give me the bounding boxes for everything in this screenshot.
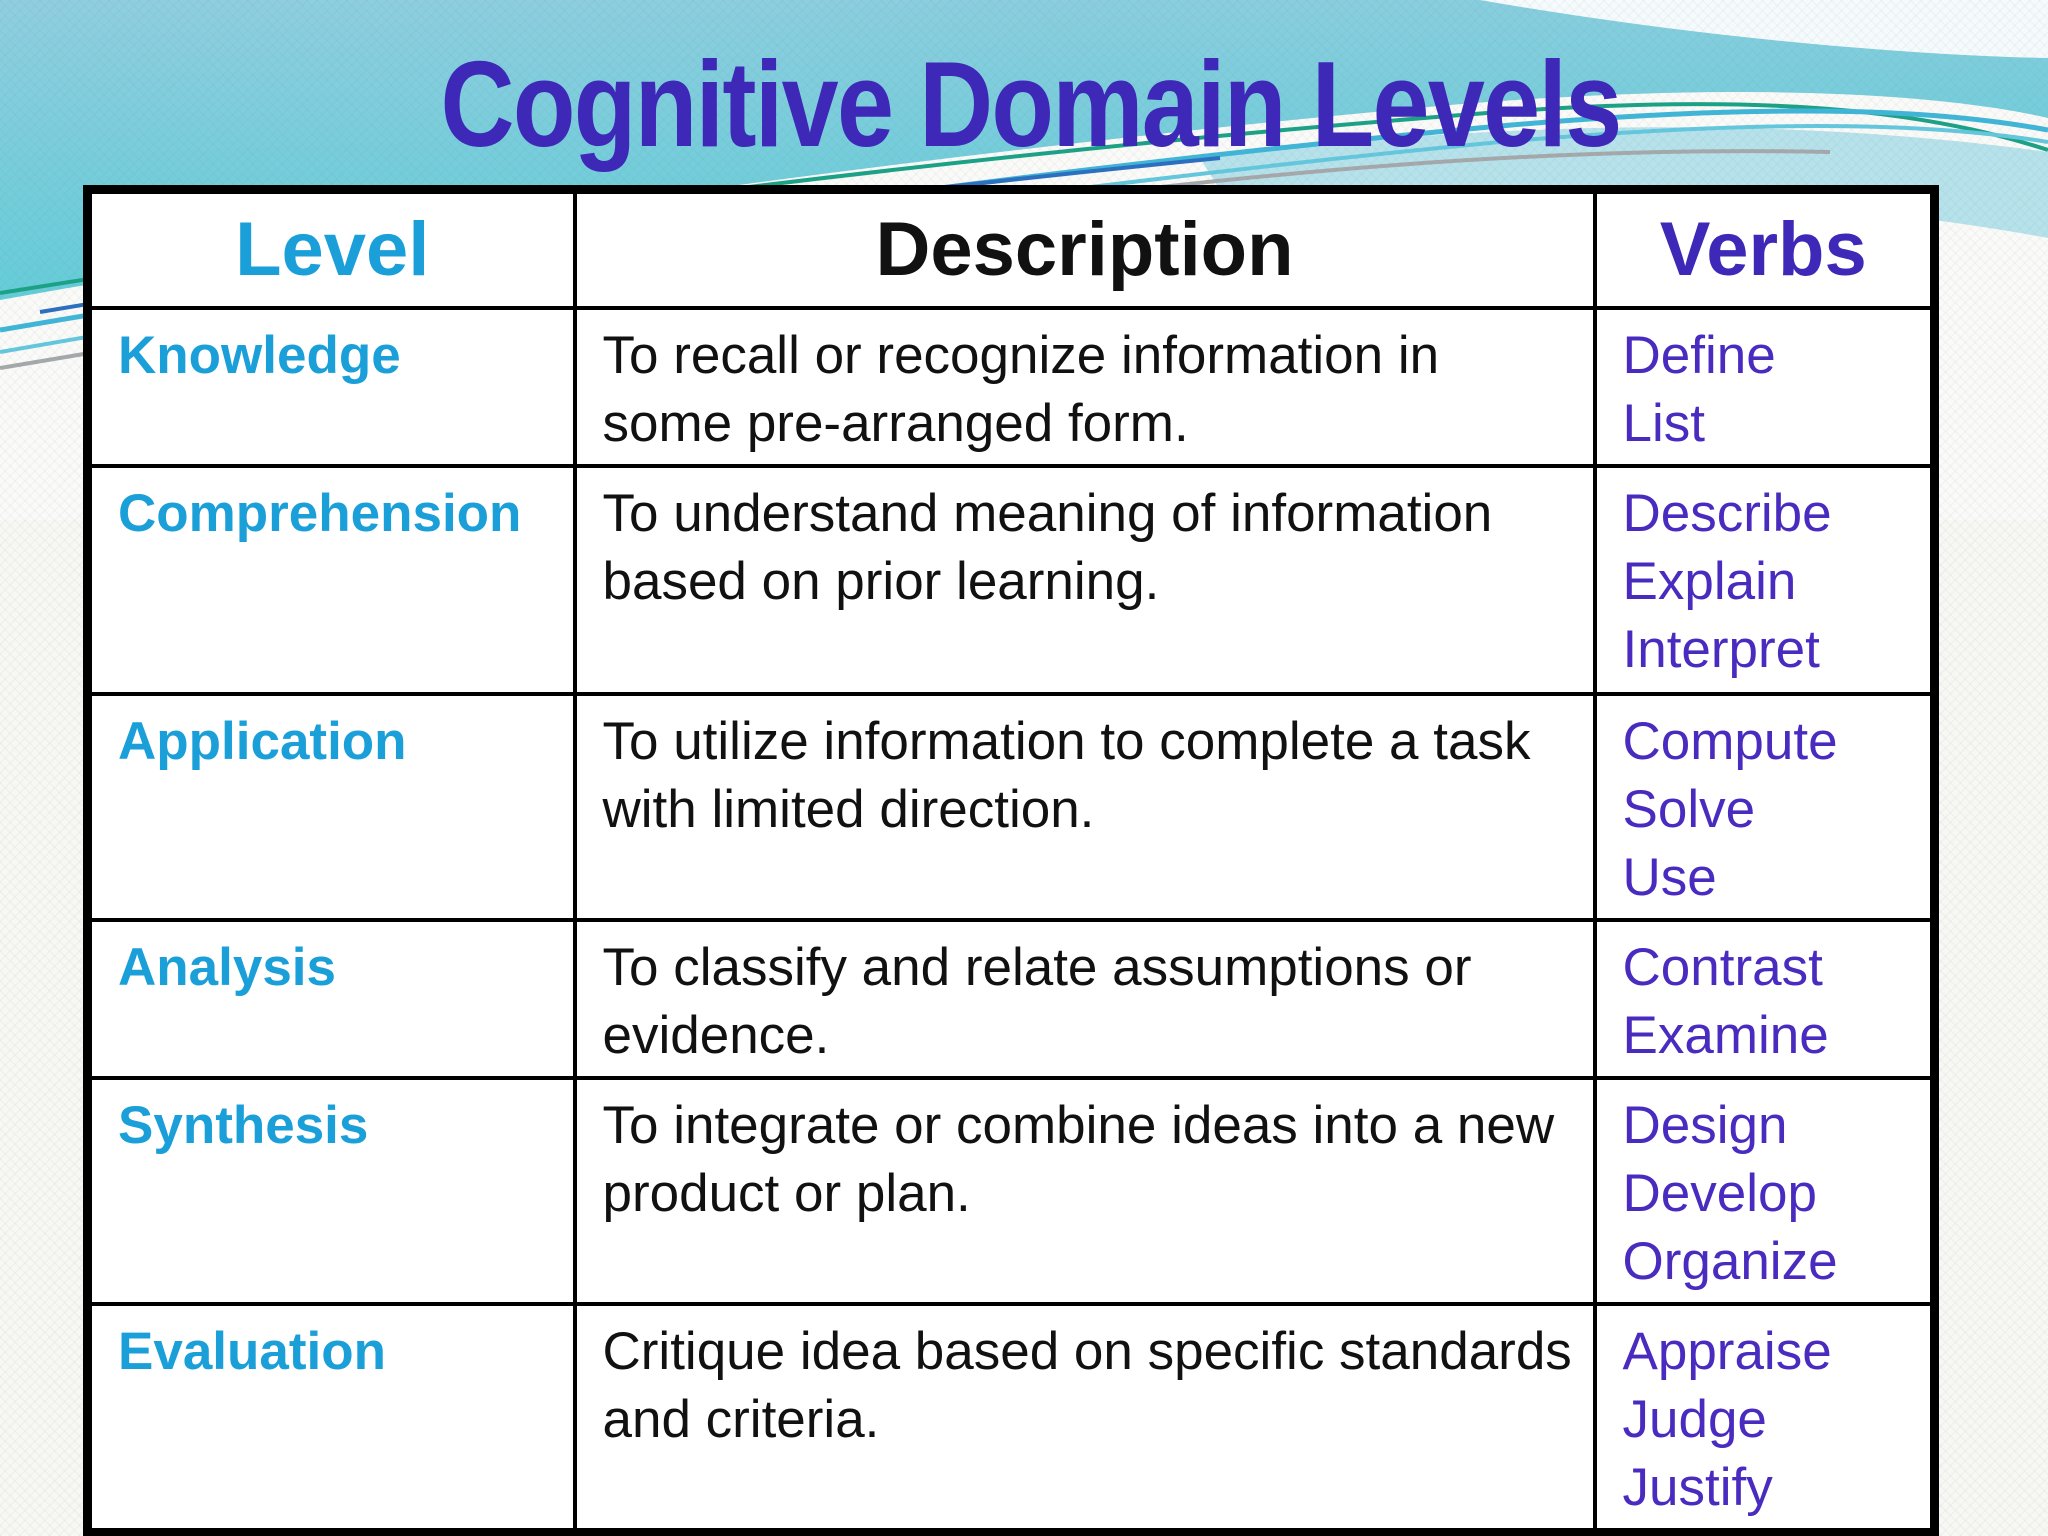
description-cell: To recall or recognize information in so… bbox=[572, 305, 1597, 468]
level-cell: Knowledge bbox=[85, 305, 577, 468]
description-cell: To classify and relate assumptions or ev… bbox=[572, 917, 1597, 1080]
level-cell: Synthesis bbox=[85, 1075, 577, 1306]
description-cell: Critique idea based on specific standard… bbox=[572, 1301, 1597, 1534]
light-blue-band bbox=[1200, 127, 2048, 238]
verbs-cell: Contrast Examine bbox=[1592, 917, 1937, 1080]
column-header-description: Description bbox=[572, 187, 1597, 310]
level-cell: Evaluation bbox=[85, 1301, 577, 1534]
level-cell: Application bbox=[85, 691, 577, 922]
verbs-cell: Define List bbox=[1592, 305, 1937, 468]
verbs-cell: Compute Solve Use bbox=[1592, 691, 1937, 922]
description-cell: To utilize information to complete a tas… bbox=[572, 691, 1597, 922]
verbs-cell: Describe Explain Interpret bbox=[1592, 463, 1937, 696]
column-header-level: Level bbox=[85, 187, 577, 310]
header-row: Level Description Verbs bbox=[85, 187, 1937, 310]
verbs-cell: Appraise Judge Justify bbox=[1592, 1301, 1937, 1534]
column-header-verbs: Verbs bbox=[1592, 187, 1937, 310]
verbs-cell: Design Develop Organize bbox=[1592, 1075, 1937, 1306]
slide-title: Cognitive Domain Levels bbox=[440, 36, 1623, 172]
white-corner-band bbox=[1480, 0, 2048, 58]
level-cell: Analysis bbox=[85, 917, 577, 1080]
description-cell: To integrate or combine ideas into a new… bbox=[572, 1075, 1597, 1306]
level-cell: Comprehension bbox=[85, 463, 577, 696]
description-cell: To understand meaning of information bas… bbox=[572, 463, 1597, 696]
